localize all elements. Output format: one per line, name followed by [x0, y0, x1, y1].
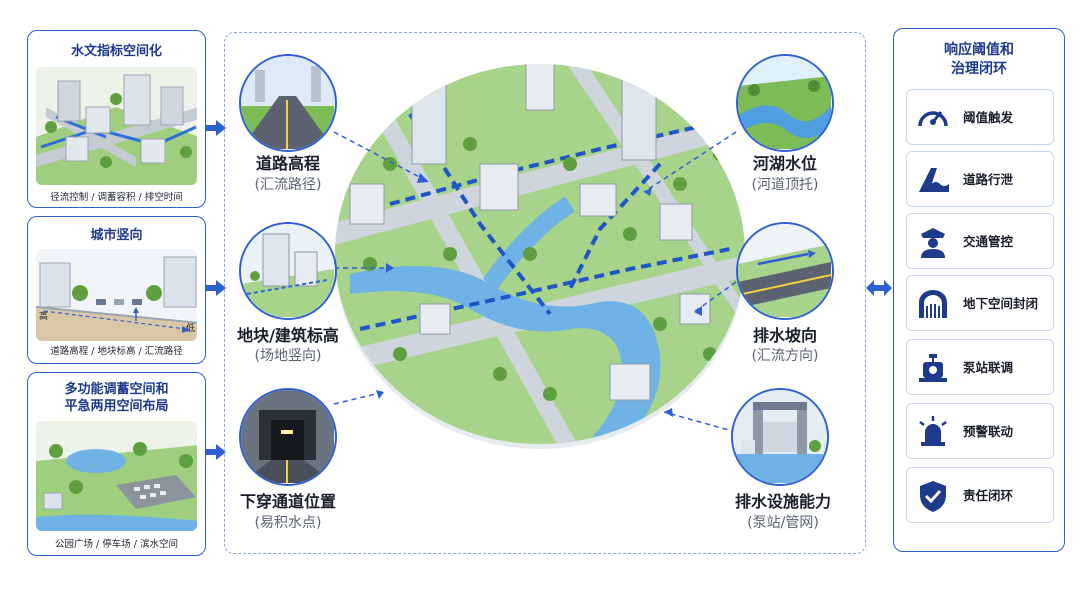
- arrow-right-icon: [206, 120, 226, 136]
- center-frame: [224, 32, 866, 554]
- shield-check-icon: [920, 481, 946, 512]
- storage-scene-image: [36, 421, 197, 531]
- underpass-label: 下穿通道位置: [239, 492, 336, 511]
- plot-elevation-label: 地块/建筑标高: [237, 326, 339, 345]
- response-item-pump: 泵站联调: [906, 339, 1054, 395]
- river-level-label: 河湖水位: [752, 154, 817, 173]
- panel-caption: 径流控制 / 调蓄容积 / 排空时间: [50, 192, 183, 203]
- city-map-illustration: [335, 64, 745, 449]
- response-item-label: 交通管控: [963, 234, 1014, 249]
- panel-caption: 道路高程 / 地块标高 / 汇流路径: [50, 346, 183, 357]
- gauge-icon: [918, 111, 948, 127]
- traffic-police-icon: [921, 228, 945, 258]
- response-item-road-drain: 道路行泄: [906, 151, 1054, 207]
- underpass-sub: (易积水点): [254, 515, 322, 531]
- response-item-responsibility: 责任闭环: [906, 467, 1054, 523]
- river-level-thumbnail: [736, 54, 834, 152]
- response-item-label: 道路行泄: [963, 172, 1014, 187]
- panel-title: 多功能调蓄空间和 平急两用空间布局: [64, 382, 169, 414]
- vertical-scene-image: [36, 249, 197, 341]
- road-elevation-sub: (汇流路径): [254, 177, 322, 193]
- response-item-label: 预警联动: [963, 424, 1014, 439]
- drainage-slope-sub: (汇流方向): [751, 348, 819, 364]
- tunnel-gate-icon: [919, 290, 947, 318]
- response-item-label: 泵站联调: [963, 360, 1014, 375]
- response-item-alarm: 预警联动: [906, 403, 1054, 459]
- connector-arrows: [333, 131, 737, 433]
- road-elevation-label: 道路高程: [255, 154, 320, 173]
- road-flood-icon: [919, 168, 949, 192]
- response-item-underground: 地下空间封闭: [906, 275, 1054, 331]
- response-item-label: 阈值触发: [963, 110, 1014, 125]
- response-item-label: 地下空间封闭: [963, 296, 1039, 311]
- drainage-slope-label: 排水坡向: [752, 326, 817, 345]
- drainage-slope-thumbnail: [736, 222, 834, 320]
- panel-title: 城市竖向: [90, 228, 143, 243]
- underpass-thumbnail: [239, 388, 337, 486]
- panel-caption: 公园广场 / 停车场 / 滨水空间: [55, 539, 178, 550]
- panel-title: 水文指标空间化: [70, 44, 162, 59]
- response-item-label: 责任闭环: [963, 488, 1014, 503]
- plot-elevation-sub: (场地竖向): [254, 348, 322, 364]
- pump-icon: [919, 354, 947, 382]
- river-level-sub: (河道顶托): [751, 177, 819, 193]
- response-panel: 响应阈值和 治理闭环 阈值触发 道路行泄 交通管控 地下空间封闭 泵站联调 预警…: [893, 28, 1065, 552]
- hydrology-scene-image: [36, 67, 197, 185]
- drainage-capacity-sub: (泵站/管网): [747, 515, 819, 531]
- arrow-right-icon: [206, 280, 226, 296]
- response-item-threshold: 阈值触发: [906, 89, 1054, 145]
- plot-elevation-thumbnail: [239, 222, 337, 320]
- panel-hydrology: 水文指标空间化 径流控制 / 调蓄容积 / 排空时间: [27, 30, 206, 208]
- arrow-right-icon: [206, 444, 226, 460]
- alarm-light-icon: [919, 416, 947, 446]
- drainage-capacity-label: 排水设施能力: [734, 492, 831, 511]
- road-elevation-thumbnail: [239, 54, 337, 152]
- double-arrow-icon: [866, 280, 892, 296]
- response-item-traffic: 交通管控: [906, 213, 1054, 269]
- drainage-capacity-thumbnail: [731, 388, 829, 486]
- high-label: 高: [39, 312, 49, 322]
- response-panel-title: 响应阈值和 治理闭环: [944, 42, 1014, 77]
- low-label: 低: [186, 324, 196, 334]
- panel-storage-space: 多功能调蓄空间和 平急两用空间布局 公园广场 / 停车场 / 滨水空间: [27, 372, 206, 556]
- panel-vertical: 城市竖向 高 低 道路高程 / 地块标高 / 汇流路径: [27, 216, 206, 364]
